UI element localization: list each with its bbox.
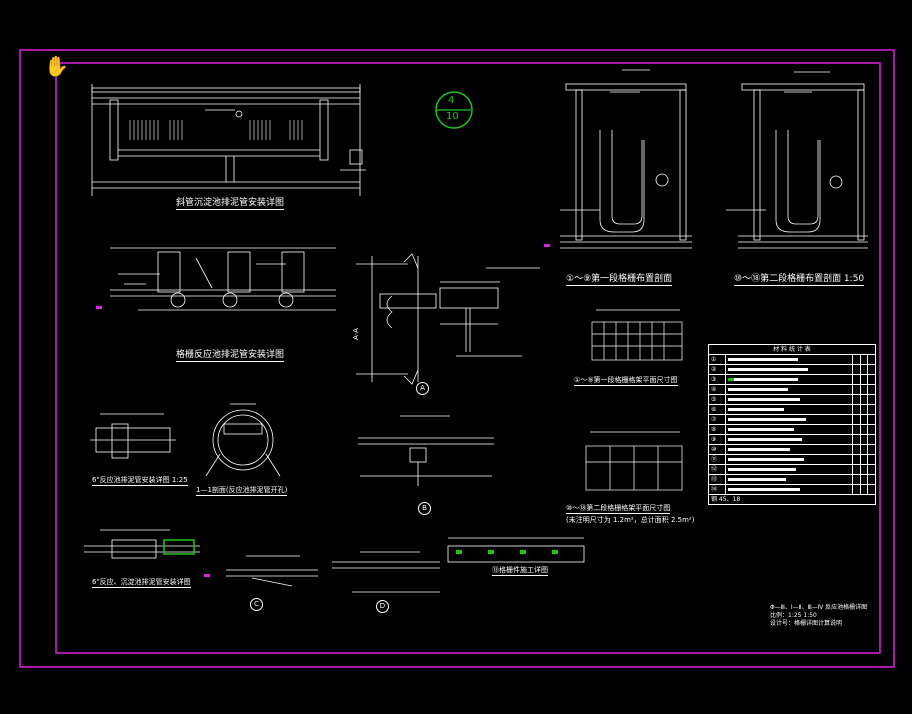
plan-1-9-title: ①～⑨第一段格栅格架平面尺寸图: [574, 376, 678, 386]
reaction-plan-drawing: [110, 247, 336, 311]
plan-1-9-grid: [591, 309, 683, 361]
section-1-9-title: ①～⑨第一段格栅布置剖面: [566, 274, 673, 286]
legend-id: ⑭: [708, 484, 726, 495]
legend-row: ④: [708, 384, 876, 395]
reaction-plan-title: 格栅反应池排泥管安装详图: [176, 350, 285, 362]
legend-row: ②: [708, 364, 876, 375]
small-detail-title: 6"反应池排泥管安装详图 1:25: [92, 476, 188, 486]
legend-bar-cell: [724, 444, 854, 455]
legend-row: ⑬: [708, 474, 876, 485]
material-legend-table: 材 料 统 计 表 ① ② ③ ④ ⑤ ⑥ ⑦ ⑧ ⑨ ⑩ ⑪ ⑫ ⑬ ⑭ 钢 …: [708, 344, 876, 505]
detail-a-marker: A: [416, 382, 429, 395]
legend-id: ⑤: [708, 394, 726, 405]
grid-detail-title: ⑬格栅件施工详图: [492, 566, 548, 576]
legend-row: ⑦: [708, 414, 876, 425]
legend-id: ⑩: [708, 444, 726, 455]
legend-id: ⑥: [708, 404, 726, 415]
section-1-1-title: 1—1剖面(反应池排泥管开孔): [196, 486, 288, 496]
main-plan-drawing: [91, 84, 366, 196]
legend-bar-cell: [724, 394, 854, 405]
plan-10-18-grid: [585, 431, 683, 491]
sheet-number-badge: [435, 91, 473, 129]
legend-id: ③: [708, 374, 726, 385]
reaction-plan-marker: [96, 306, 102, 309]
legend-row: ⑭: [708, 484, 876, 495]
detail-b-drawing: [358, 415, 494, 486]
detail-b-callout: B: [418, 502, 433, 515]
detail-c-marker-label: C: [250, 598, 263, 611]
grid-detail-drawing: [447, 537, 585, 563]
section-1-9-drawing: [560, 69, 692, 249]
main-plan-hatch: [129, 120, 303, 140]
section-10-18-drawing: [726, 71, 868, 249]
detail-a-drawing: [356, 253, 540, 385]
legend-header-row: 材 料 统 计 表: [708, 344, 876, 355]
legend-bar-cell: [724, 434, 854, 445]
legend-row: ⑤: [708, 394, 876, 405]
plan-10-18-note: (未注明尺寸为 1.2m²，总计面积 2.5m²): [566, 516, 695, 524]
detail-c-callout: C: [250, 598, 265, 611]
bottom-detail-drawing: [84, 529, 200, 559]
legend-row: ⑥: [708, 404, 876, 415]
detail-b-marker: B: [418, 502, 431, 515]
outer-sheet-frame: [19, 49, 895, 668]
legend-bar-cell: [724, 414, 854, 425]
legend-bar-cell: [724, 454, 854, 465]
legend-bar-cell: [724, 404, 854, 415]
legend-bar-cell: [724, 464, 854, 475]
legend-row: ③: [708, 374, 876, 385]
title-block-line3: 设计号：格栅详图计算说明: [770, 620, 843, 627]
legend-id: ⑦: [708, 414, 726, 425]
legend-bar-cell: [724, 384, 854, 395]
small-detail-drawing: [90, 413, 176, 459]
legend-row: ⑩: [708, 444, 876, 455]
section-1-1-drawing: [205, 403, 281, 477]
inner-sheet-frame: [55, 62, 881, 654]
legend-bar-cell: [724, 484, 854, 495]
detail-d-callout: D: [376, 600, 391, 613]
legend-id: ⑨: [708, 434, 726, 445]
bottom-detail-accent: [163, 539, 195, 555]
title-block-line2: 比例：1:25 1:50: [770, 612, 817, 619]
title-block: Φ—Ⅲ、Ⅰ—Ⅱ、Ⅲ—Ⅳ 反应池格栅详图 比例：1:25 1:50 设计号：格栅详…: [770, 604, 867, 628]
legend-id: ①: [708, 354, 726, 365]
legend-row: ⑨: [708, 434, 876, 445]
legend-bar-cell: [724, 364, 854, 375]
detail-d-marker-label: D: [376, 600, 389, 613]
bottom-detail-title: 6"反应、沉淀池排泥管安装详图: [92, 578, 191, 588]
grid-detail-green-marks: [456, 550, 558, 554]
detail-a-callout: A: [416, 382, 431, 395]
legend-bar-cell: [724, 354, 854, 365]
sheet-badge-top: 4: [448, 95, 455, 106]
legend-row: ⑫: [708, 464, 876, 475]
detail-c-drawing: [226, 555, 318, 587]
legend-row: ⑧: [708, 424, 876, 435]
legend-title: 材 料 统 计 表: [708, 344, 876, 355]
sheet-badge-bottom: 10: [446, 111, 459, 122]
title-block-line1: Φ—Ⅲ、Ⅰ—Ⅱ、Ⅲ—Ⅳ 反应池格栅详图: [770, 604, 868, 611]
detail-c-marker: [204, 574, 210, 577]
legend-bar-cell: [724, 474, 854, 485]
legend-id: ⑫: [708, 464, 726, 475]
legend-bar-cell: [724, 374, 854, 385]
legend-id: ⑪: [708, 454, 726, 465]
rotated-aa-label: A-A: [351, 328, 360, 340]
legend-row: ①: [708, 354, 876, 365]
hand-cursor-icon[interactable]: ✋: [44, 54, 69, 78]
legend-last-row: 钢 45、18: [708, 494, 876, 505]
detail-d-drawing: [332, 551, 440, 593]
plan-10-18-title: ⑩～⑱第二段格栅格架平面尺寸图: [566, 504, 671, 514]
legend-bar-cell: [724, 424, 854, 435]
main-plan-title: 斜管沉淀池排泥管安装详图: [176, 198, 285, 210]
legend-id: ⑧: [708, 424, 726, 435]
legend-id: ②: [708, 364, 726, 375]
legend-row: ⑪: [708, 454, 876, 465]
legend-id: ⑬: [708, 474, 726, 485]
section-1-9-marker: [544, 244, 550, 247]
section-10-18-title: ⑩～⑱第二段格栅布置剖面 1:50: [734, 274, 865, 286]
legend-id: ④: [708, 384, 726, 395]
legend-last-label: 钢 45、18: [708, 494, 876, 505]
